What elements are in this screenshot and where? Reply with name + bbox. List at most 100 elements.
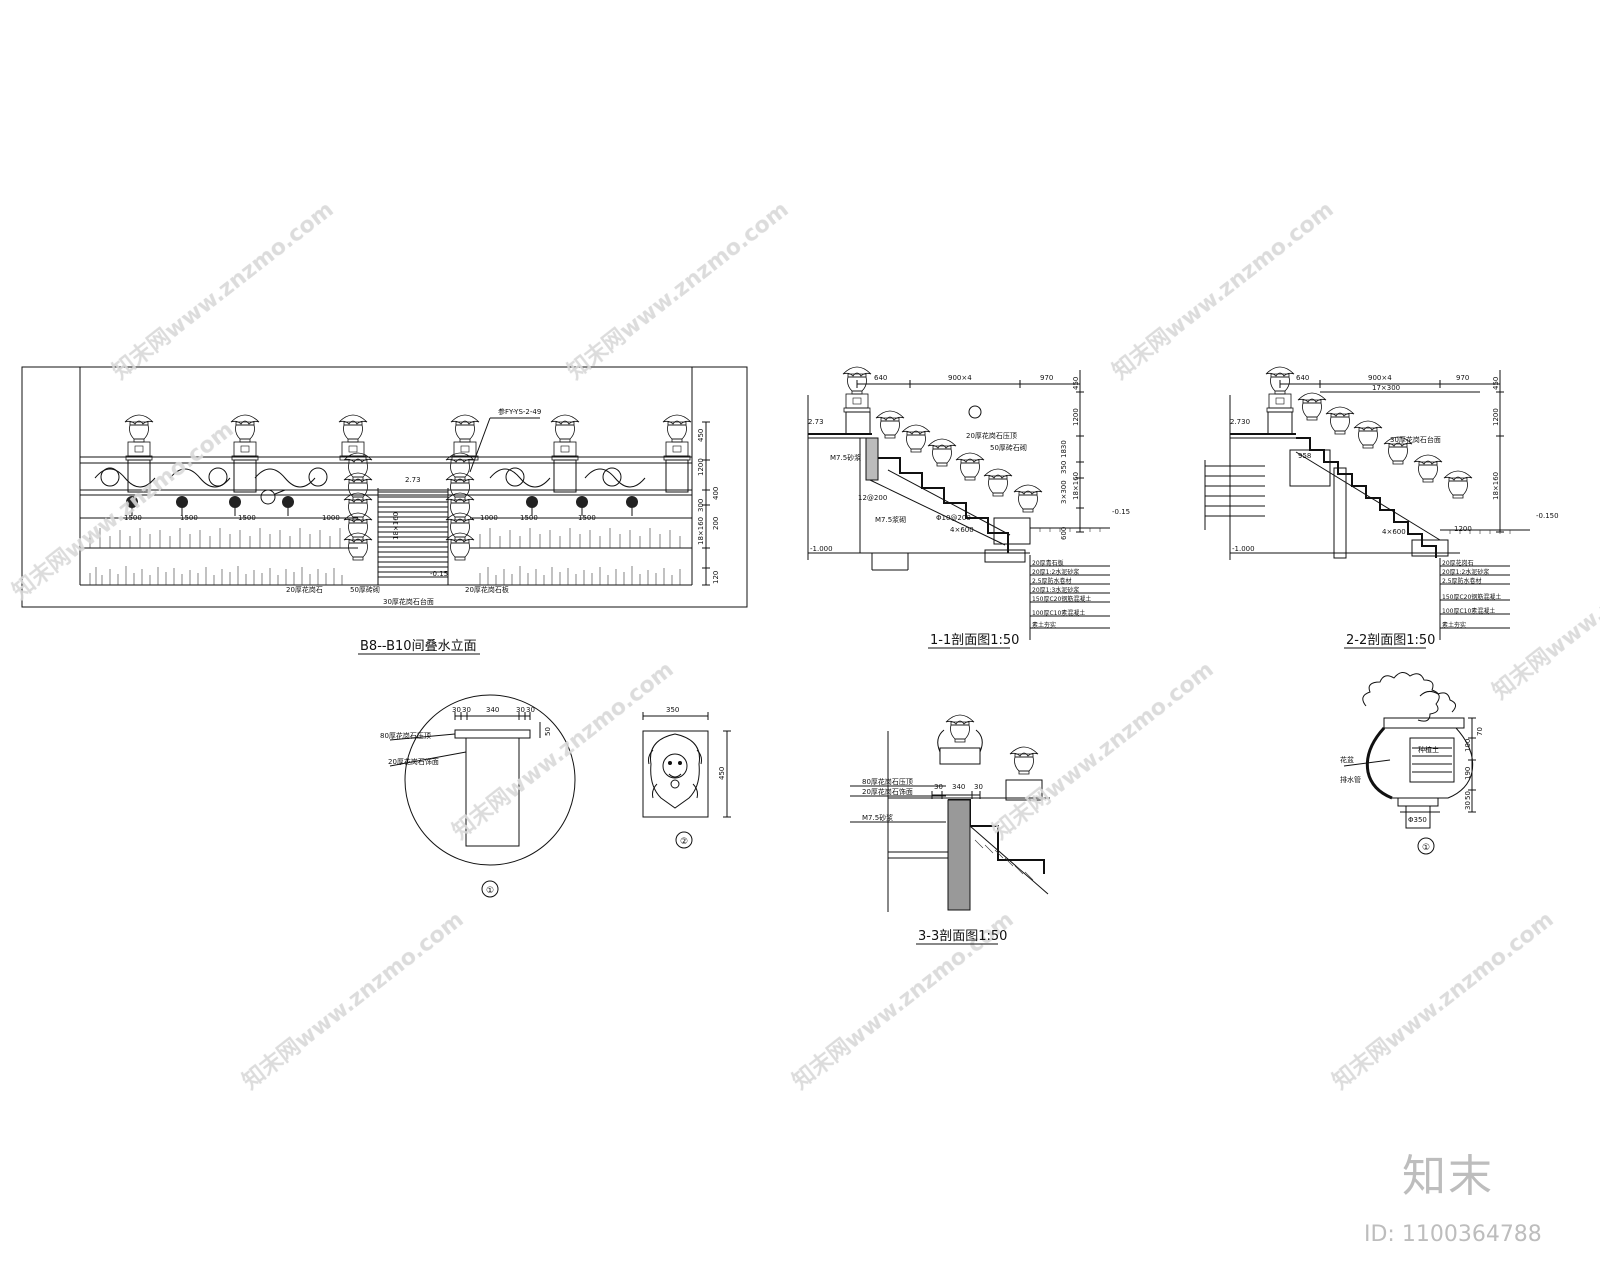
section-1-1-dim-right: 450 bbox=[1072, 377, 1080, 390]
section-2-2-level-right: -0.150 bbox=[1536, 512, 1559, 520]
section-1-1-layer: 100厚C10素混凝土 bbox=[1032, 609, 1085, 617]
elevation-span-label: 1000 bbox=[322, 514, 340, 522]
detail-2-dim-top: 350 bbox=[666, 706, 679, 714]
section-1-1-layer: 20厚1:2水泥砂浆 bbox=[1032, 568, 1079, 576]
elevation-bottom-label: 50厚砖砌 bbox=[350, 585, 380, 594]
brand-id-text: ID: 1100364788 bbox=[1364, 1222, 1542, 1247]
detail-urn-note: 种植土 bbox=[1418, 745, 1439, 754]
section-1-1-level-right: -0.15 bbox=[1112, 508, 1130, 516]
section-1-1-note: M7.5浆砌 bbox=[875, 515, 906, 524]
section-2-2-layer: 20厚1:2水泥砂浆 bbox=[1442, 568, 1489, 576]
section-2-2-note: 30厚花岗石台面 bbox=[1390, 435, 1441, 444]
detail-1-note: 80厚花岗石压顶 bbox=[380, 731, 431, 740]
detail-urn-labels: ① 70 100 190 50 30 Φ350 花盆 种植土 排水管 bbox=[1340, 727, 1484, 853]
section-2-2-labels: 2-2剖面图1:50 640 900×4 970 17×300 2.730 -0… bbox=[1230, 374, 1559, 649]
elevation-span-label: 1500 bbox=[124, 514, 142, 522]
section-1-1-level-bottom: -1.000 bbox=[810, 545, 833, 553]
detail-urn-dim: 190 bbox=[1464, 767, 1472, 780]
section-3-3-dim: 30 bbox=[934, 783, 943, 791]
section-1-1-dim-right: 3×300 bbox=[1060, 480, 1068, 504]
elevation-dim-right: 300 bbox=[697, 499, 705, 512]
section-1-1-dim-right: 350 bbox=[1060, 461, 1068, 474]
section-1-1-layer: 20厚青石板 bbox=[1032, 559, 1064, 567]
watermark: 知末网www.znzmo.com bbox=[563, 196, 794, 384]
detail-1-dim: 340 bbox=[486, 706, 499, 714]
detail-2-dim-side: 450 bbox=[718, 767, 726, 780]
section-1-1-note: 50厚砖石砌 bbox=[990, 443, 1027, 452]
section-1-1-note: 20厚花岗石压顶 bbox=[966, 431, 1017, 440]
section-3-3-dim: 340 bbox=[952, 783, 965, 791]
detail-2-drawing bbox=[642, 712, 731, 849]
detail-urn-dim: 70 bbox=[1476, 727, 1484, 736]
elevation-dim-right: 1200 bbox=[697, 458, 705, 476]
elevation-dim-right: 200 bbox=[712, 517, 720, 530]
elevation-callout: 参FY-YS-2-49 bbox=[498, 407, 541, 416]
elevation-span-label: 1000 bbox=[480, 514, 498, 522]
watermark: 知末网www.znzmo.com bbox=[8, 416, 239, 604]
section-1-1-layer: 20厚1:3水泥砂浆 bbox=[1032, 586, 1079, 594]
watermark: 知末网www.znzmo.com bbox=[1108, 196, 1339, 384]
elevation-dim-right: 120 bbox=[712, 571, 720, 584]
detail-urn-note: 花盆 bbox=[1340, 755, 1354, 764]
section-1-1-dim-top: 900×4 bbox=[948, 374, 972, 382]
elevation-dim-right: 450 bbox=[697, 429, 705, 442]
section-1-1-level-top: 2.73 bbox=[808, 418, 824, 426]
detail-1-dim: 30 bbox=[452, 706, 461, 714]
brand-logo: 知末 bbox=[1402, 1151, 1494, 1202]
detail-1-drawing bbox=[389, 694, 576, 898]
watermark: 知末网www.znzmo.com bbox=[448, 656, 679, 844]
detail-2-labels: ② 350 450 bbox=[666, 706, 726, 847]
section-2-2-layer: 2.5厚防水卷材 bbox=[1442, 577, 1482, 585]
section-2-2-dim-top: 640 bbox=[1296, 374, 1309, 382]
section-3-3-note: M7.5砂浆 bbox=[862, 813, 893, 822]
detail-1-label: ① bbox=[486, 886, 494, 896]
elevation-dim-right: 18×160 bbox=[697, 517, 705, 545]
watermark: 知末网www.znzmo.com bbox=[1328, 906, 1559, 1094]
section-3-3-dim: 30 bbox=[974, 783, 983, 791]
detail-1-dim: 30 bbox=[526, 706, 535, 714]
detail-urn-dim-bottom: Φ350 bbox=[1408, 816, 1427, 824]
section-2-2-dim-top: 900×4 bbox=[1368, 374, 1392, 382]
section-2-2-layer: 150厚C20钢筋混凝土 bbox=[1442, 593, 1501, 601]
section-1-1-layer: 素土夯实 bbox=[1032, 621, 1056, 629]
section-2-2-dim-right: 450 bbox=[1492, 377, 1500, 390]
elevation-level-bottom: -0.15 bbox=[430, 570, 448, 578]
section-1-1-dim-right: 1830 bbox=[1060, 440, 1068, 458]
detail-urn-drawing bbox=[1343, 672, 1476, 855]
section-3-3-note: 80厚花岗石压顶 bbox=[862, 777, 913, 786]
elevation-span-label: 1500 bbox=[578, 514, 596, 522]
watermark: 知末网www.znzmo.com bbox=[108, 196, 339, 384]
detail-urn-dim: 50 bbox=[1464, 791, 1472, 800]
section-2-2-layer: 100厚C10素混凝土 bbox=[1442, 607, 1495, 615]
section-1-1-dim-vertical: 18×160 bbox=[1072, 472, 1080, 500]
section-2-2-dim-bottom2: 1200 bbox=[1454, 525, 1472, 533]
section-1-1-title: 1-1剖面图1:50 bbox=[930, 633, 1019, 648]
section-3-3-drawing bbox=[850, 714, 1050, 912]
section-1-1-dim-top: 970 bbox=[1040, 374, 1053, 382]
detail-1-labels: ① 30 30 340 30 30 50 80厚花岗石压顶 20厚花岗石饰面 bbox=[380, 706, 552, 896]
section-3-3-title: 3-3剖面图1:50 bbox=[918, 929, 1007, 944]
section-2-2-dim-top: 970 bbox=[1456, 374, 1469, 382]
section-1-1-dim-right: 600 bbox=[1060, 527, 1068, 540]
section-1-1-dim-top: 640 bbox=[874, 374, 887, 382]
elevation-labels: B8--B10间叠水立面 参FY-YS-2-49 2.73 -0.15 1500… bbox=[124, 407, 720, 655]
elevation-bottom-label: 20厚花岗石 bbox=[286, 585, 323, 594]
section-3-3-labels: 3-3剖面图1:50 80厚花岗石压顶 20厚花岗石饰面 M7.5砂浆 30 3… bbox=[862, 777, 1007, 945]
section-3-3-note: 20厚花岗石饰面 bbox=[862, 787, 913, 796]
detail-urn-note: 排水管 bbox=[1340, 775, 1361, 784]
section-1-1-dim-right: 1200 bbox=[1072, 408, 1080, 426]
section-2-2-layer: 素土夯实 bbox=[1442, 621, 1466, 629]
detail-urn-dim: 30 bbox=[1464, 801, 1472, 810]
elevation-span-label: 1500 bbox=[180, 514, 198, 522]
section-1-1-note: 4×600 bbox=[950, 526, 974, 534]
section-1-1-note: Φ10@200 bbox=[936, 514, 971, 522]
section-2-2-layer: 20厚花岗石 bbox=[1442, 559, 1474, 567]
section-2-2-dim-right: 18×160 bbox=[1492, 472, 1500, 500]
detail-1-note: 20厚花岗石饰面 bbox=[388, 757, 439, 766]
section-1-1-layer: 150厚C20钢筋混凝土 bbox=[1032, 595, 1091, 603]
elevation-stair-dim: 18×160 bbox=[392, 512, 400, 540]
section-1-1-note: 12@200 bbox=[858, 494, 887, 502]
section-2-2-note: 958 bbox=[1298, 452, 1311, 460]
detail-1-dim: 30 bbox=[516, 706, 525, 714]
